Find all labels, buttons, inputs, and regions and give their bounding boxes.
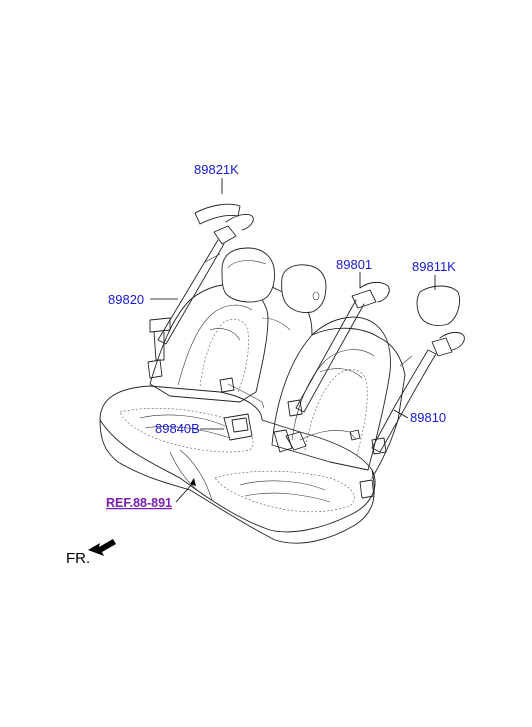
seat-back-right (271, 316, 406, 479)
headrest-left (221, 247, 275, 303)
leader-ref (175, 481, 195, 503)
front-label: FR. (66, 550, 90, 567)
front-direction-indicator: FR. (66, 539, 116, 567)
callout-89811k: 89811K (412, 259, 456, 274)
seat-belt-buckle (219, 377, 361, 453)
seat-belt-left (147, 203, 254, 379)
seat-cushion (99, 385, 376, 544)
callout-89820: 89820 (108, 292, 144, 307)
reference-link[interactable]: REF.88-891 (106, 496, 172, 510)
callout-89801: 89801 (336, 257, 372, 272)
callout-89810: 89810 (410, 410, 446, 425)
seat-belt-right (359, 285, 465, 499)
leader-ref-arrowhead (190, 478, 196, 486)
callout-89821k: 89821K (194, 162, 239, 177)
headrest-center (281, 264, 327, 313)
leader-89810 (393, 409, 409, 419)
leader-lines (150, 178, 436, 503)
seat-belt-center (287, 281, 390, 417)
front-arrow-icon (88, 539, 116, 556)
callout-89840b: 89840B (155, 421, 200, 436)
